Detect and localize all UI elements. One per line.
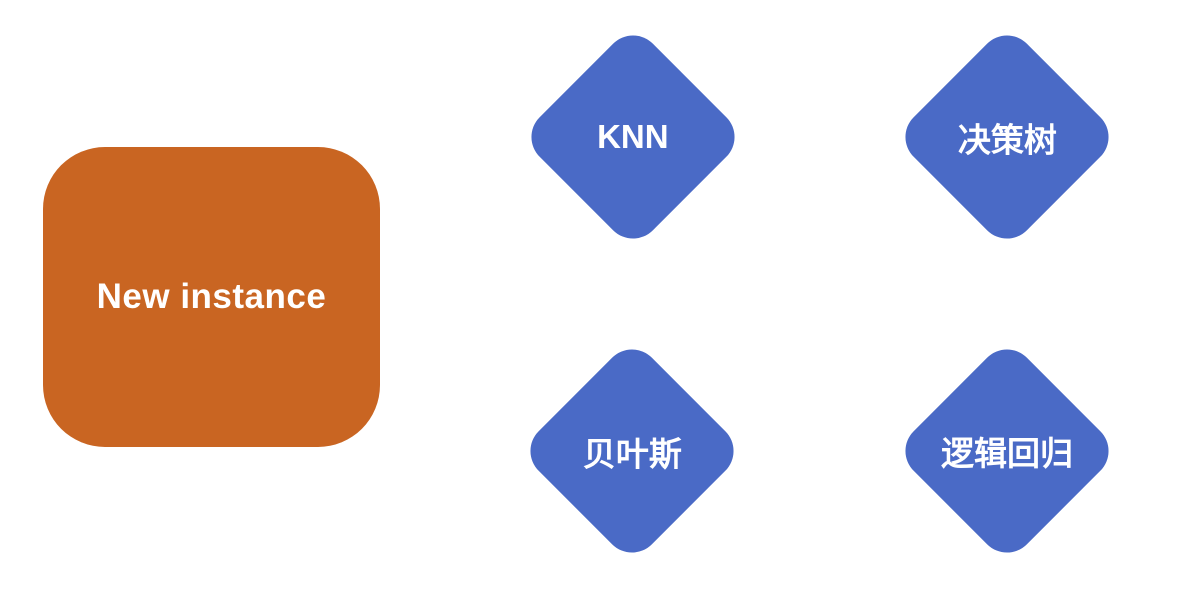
logistic-regression-node-label: 逻辑回归 bbox=[941, 435, 1073, 472]
decision-tree-node-label: 决策树 bbox=[957, 121, 1057, 158]
knn-node-label: KNN bbox=[597, 118, 669, 155]
logistic-regression-node: 逻辑回归 bbox=[893, 337, 1121, 565]
decision-tree-node: 决策树 bbox=[893, 23, 1121, 251]
bayes-node: 贝叶斯 bbox=[518, 337, 746, 565]
knn-node: KNN bbox=[519, 23, 747, 251]
new-instance-label: New instance bbox=[96, 277, 327, 316]
new-instance-node: New instance bbox=[43, 147, 380, 447]
bayes-node-label: 贝叶斯 bbox=[582, 435, 682, 472]
